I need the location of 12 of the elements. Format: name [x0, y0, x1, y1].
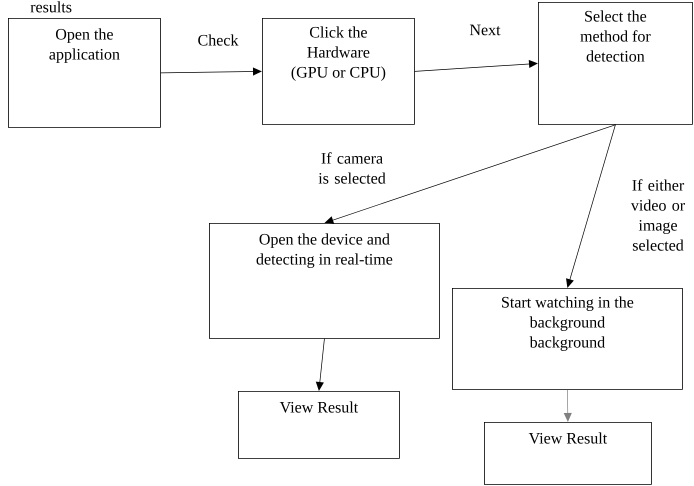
process-box: Open the application: [8, 18, 161, 128]
process-box: Select the method for detection: [538, 2, 693, 125]
process-box: Open the device and detecting in real-time: [209, 222, 440, 339]
edge-label: If either video or image selected: [630, 179, 685, 251]
process-box: View Result: [484, 422, 652, 485]
edge-label: Check: [198, 34, 238, 46]
process-box: View Result: [238, 391, 400, 459]
edge-label: Next: [470, 24, 500, 36]
process-box: Start watching in the background background: [452, 288, 683, 390]
process-box: Click the Hardware (GPU or CPU): [262, 18, 415, 125]
arrow: [566, 124, 616, 288]
edge-label: If camera is selected: [318, 152, 386, 184]
